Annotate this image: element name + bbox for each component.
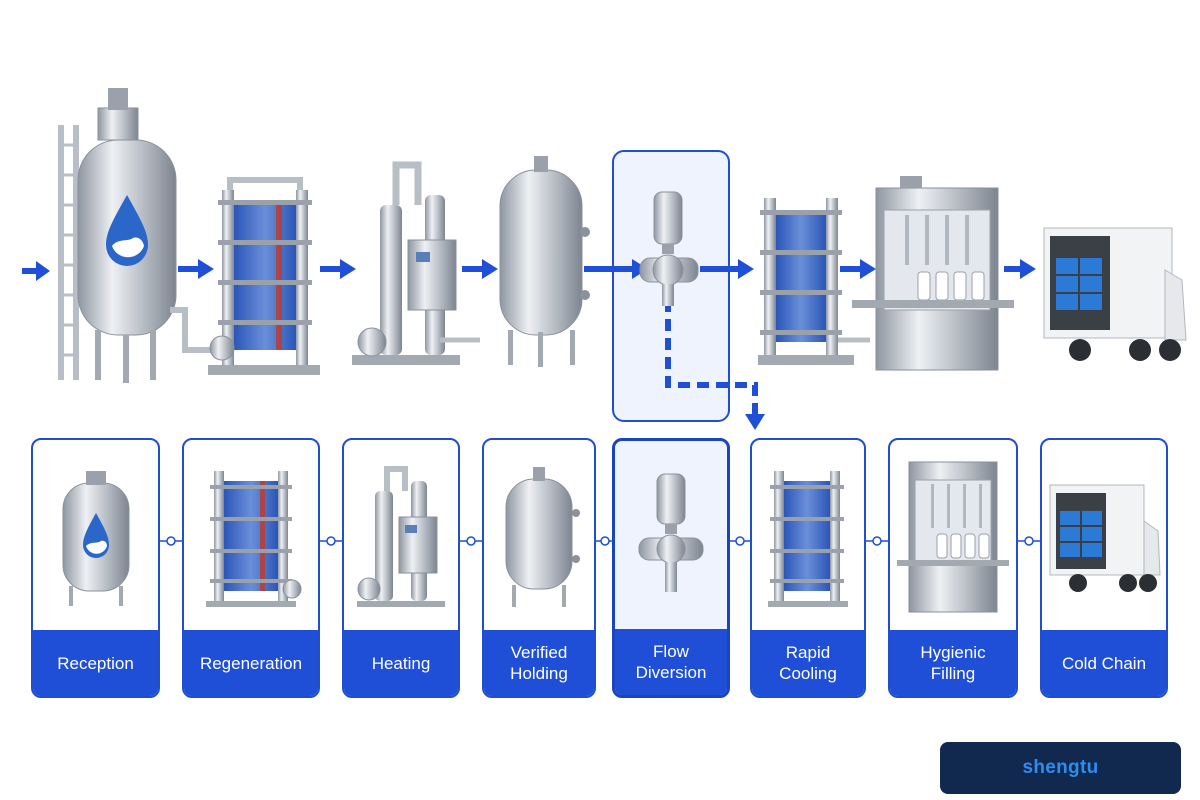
diversion-dashed-arrow	[665, 300, 758, 418]
stage-label: Verified Holding	[484, 630, 594, 696]
filling-machine-icon	[852, 176, 1014, 371]
cooling-exchanger-icon	[768, 471, 848, 607]
plate-heat-exchanger-icon	[208, 177, 320, 375]
stage-card-cold-chain[interactable]: Cold Chain	[1040, 438, 1168, 698]
stage-label: Regeneration	[184, 630, 318, 696]
flow-diversion-valve-icon	[639, 191, 699, 306]
brand-badge: shengtu	[940, 742, 1181, 794]
stage-label: Cold Chain	[1042, 630, 1166, 696]
plate-heat-exchanger-icon	[206, 471, 302, 607]
stage-card-rapid-cooling[interactable]: Rapid Cooling	[750, 438, 866, 698]
refrigerated-truck-icon	[1049, 484, 1161, 592]
heating-unit-icon	[352, 161, 480, 365]
heating-unit-icon	[357, 466, 445, 607]
reception-tank-icon	[62, 471, 129, 606]
stage-label: Heating	[344, 630, 458, 696]
brand-name: shengtu	[1022, 757, 1099, 778]
process-line	[22, 88, 1187, 430]
stage-label: Hygienic Filling	[890, 630, 1016, 696]
card-connectors	[160, 536, 1040, 546]
stage-card-reception[interactable]: Reception	[31, 438, 160, 698]
stage-card-regeneration[interactable]: Regeneration	[182, 438, 320, 698]
filling-machine-icon	[897, 461, 1009, 613]
holding-tank-icon	[505, 467, 580, 607]
stage-label: Reception	[33, 630, 158, 696]
reception-tank-icon	[58, 88, 215, 383]
stage-card-heating[interactable]: Heating	[342, 438, 460, 698]
stage-card-verified-holding[interactable]: Verified Holding	[482, 438, 596, 698]
stage-label: Rapid Cooling	[752, 630, 864, 696]
holding-tank-icon	[499, 156, 590, 367]
refrigerated-truck-icon	[1043, 227, 1187, 361]
flow-diversion-valve-icon	[638, 473, 704, 592]
stage-label: Flow Diversion	[615, 629, 727, 695]
stage-card-flow-diversion[interactable]: Flow Diversion	[612, 438, 730, 698]
stage-card-hygienic-filling[interactable]: Hygienic Filling	[888, 438, 1018, 698]
cooling-exchanger-icon	[758, 198, 870, 365]
